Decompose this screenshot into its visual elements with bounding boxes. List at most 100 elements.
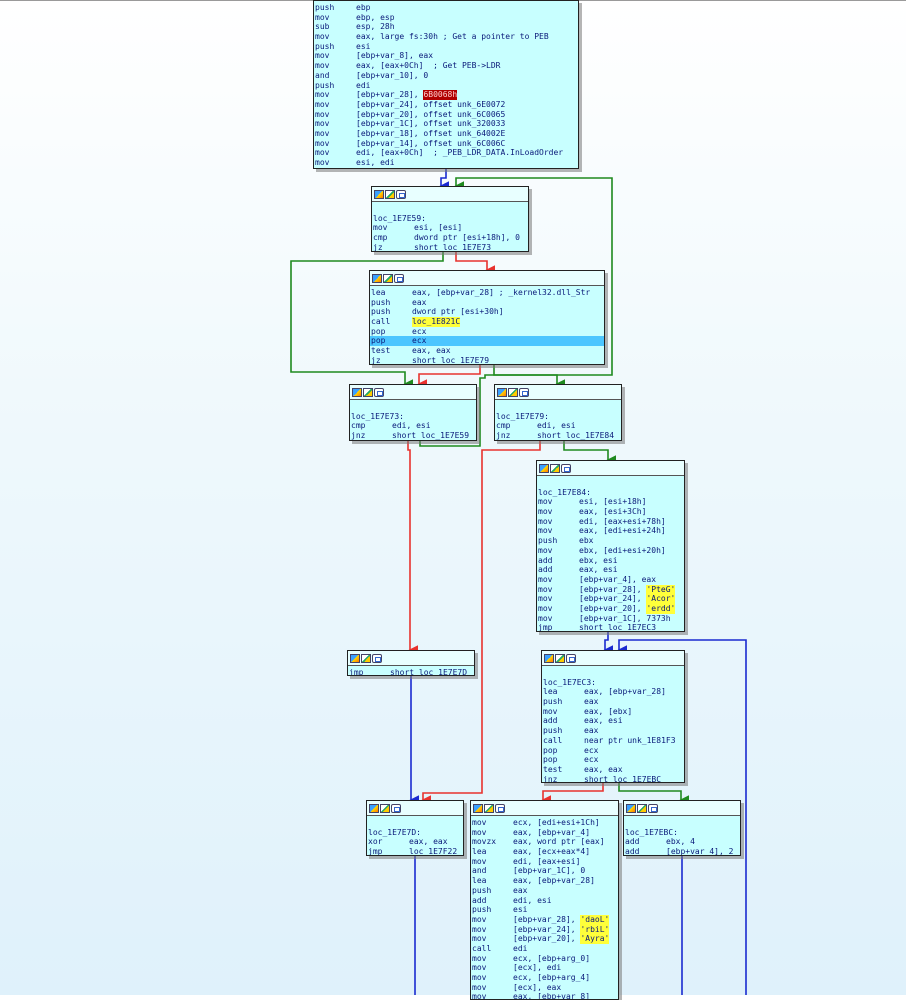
graph-color-icon[interactable]	[497, 387, 507, 397]
instruction-line[interactable]: and[ebp+var_10], 0	[314, 71, 578, 81]
rename-icon[interactable]	[637, 803, 647, 813]
block-label[interactable]: loc_1E7E84:	[538, 487, 591, 497]
highlighted-operand[interactable]: 'Ayra'	[580, 934, 610, 944]
view-icon[interactable]	[648, 803, 658, 813]
graph-color-icon[interactable]	[374, 189, 384, 199]
highlighted-operand[interactable]: loc_1E821C	[412, 317, 461, 327]
instruction-line[interactable]: mov[ebp+var_24], 'rbiL'	[471, 924, 618, 935]
graph-color-icon[interactable]	[473, 803, 483, 813]
view-icon[interactable]	[396, 189, 406, 199]
highlighted-operand[interactable]: 'rbiL'	[580, 924, 610, 935]
block-label[interactable]: loc_1E7EC3:	[543, 677, 596, 687]
instruction-line[interactable]: mov[ebp+var_8], eax	[314, 51, 578, 61]
instruction-line[interactable]: mov[ebp+var_20], 'erdd'	[537, 603, 684, 614]
instruction-line[interactable]: and[ebp+var_1C], 0	[471, 866, 618, 876]
rename-icon[interactable]	[508, 387, 518, 397]
view-icon[interactable]	[566, 653, 576, 663]
view-icon[interactable]	[372, 653, 382, 663]
instruction-line[interactable]: mov[ebp+var_1C], 7373h	[537, 614, 684, 624]
view-icon[interactable]	[394, 273, 404, 283]
rename-icon[interactable]	[383, 273, 393, 283]
instruction-line[interactable]: mov[ebp+var_18], offset unk_64002E	[314, 129, 578, 139]
block-label[interactable]: loc_1E7E79:	[496, 411, 549, 421]
instruction-line[interactable]: mov[ebp+var_24], 'Acor'	[537, 594, 684, 604]
highlighted-operand[interactable]: 6B0068h	[423, 90, 458, 100]
instruction-line[interactable]: add[ebp+var_4], 2	[624, 847, 740, 855]
instruction-line[interactable]: mov[ebp+var_14], offset unk_6C006C	[314, 139, 578, 149]
instruction-line[interactable]: mov[ebp+var_1C], offset unk_320033	[314, 119, 578, 129]
graph-color-icon[interactable]	[350, 653, 360, 663]
instruction-line[interactable]: mov[ecx], edi	[471, 963, 618, 973]
graph-color-icon[interactable]	[626, 803, 636, 813]
instruction-line[interactable]: mov[ebp+var_4], eax	[537, 575, 684, 585]
rename-icon[interactable]	[380, 803, 390, 813]
graph-color-icon[interactable]	[369, 803, 379, 813]
rename-icon[interactable]	[484, 803, 494, 813]
block-label[interactable]: loc_1E7E7D:	[368, 827, 421, 837]
instruction-line[interactable]: mov[ebp+var_28], 'daoL'	[471, 914, 618, 925]
view-icon[interactable]	[391, 803, 401, 813]
instruction-line[interactable]: mov[ebp+var_24], offset unk_6E0072	[314, 100, 578, 110]
graph-color-icon[interactable]	[352, 387, 362, 397]
view-icon[interactable]	[495, 803, 505, 813]
instruction-line[interactable]: mov[ebp+var_28], 6B0068h	[314, 90, 578, 100]
view-icon[interactable]	[519, 387, 529, 397]
rename-icon[interactable]	[385, 189, 395, 199]
block-label[interactable]: loc_1E7E59:	[373, 213, 426, 223]
highlighted-operand[interactable]: 'erdd'	[646, 603, 676, 614]
